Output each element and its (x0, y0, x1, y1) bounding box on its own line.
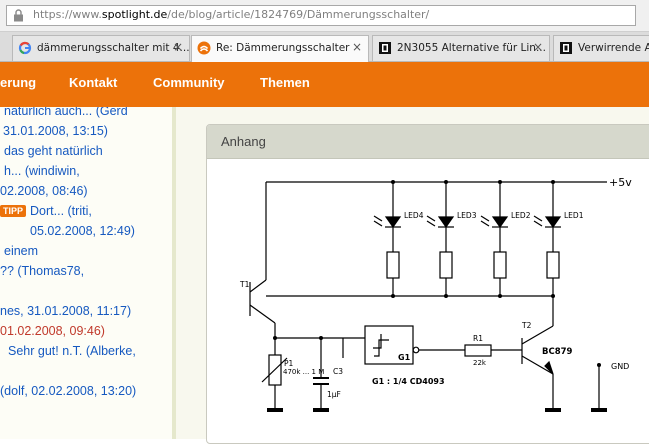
tab-google-search[interactable]: dämmerungsschalter mit 4... × (12, 35, 190, 61)
g1-label: G1 (398, 353, 411, 362)
tab-label: dämmerungsschalter mit 4... (37, 42, 190, 54)
c3-label: C3 (333, 367, 343, 376)
bc879-label: BC879 (542, 347, 573, 357)
reply-meta[interactable]: 02.2008, 08:46) (0, 184, 88, 198)
reply-meta[interactable]: h... (windiwin, (4, 164, 80, 178)
google-icon (18, 41, 32, 55)
reply-meta[interactable]: (dolf, 02.02.2008, 13:20) (0, 384, 137, 398)
reply-text: Dort... (triti, (30, 204, 92, 218)
p1-label: P1 (284, 359, 294, 368)
circuit-diagram: +5v LED4 LED3 LED2 LED1 T1 P1 470k ... 1… (239, 176, 632, 412)
url-path: /de/blog/article/1824769/Dämmerungsschal… (167, 8, 430, 21)
reply-link[interactable]: Sehr gut! n.T. (Alberke, (8, 344, 136, 358)
nav-item-partial[interactable]: erung (0, 75, 37, 90)
close-icon[interactable]: × (351, 40, 362, 54)
t1-label: T1 (239, 280, 250, 289)
attachment-title: Anhang (221, 134, 266, 149)
t2-label: T2 (521, 321, 532, 330)
nav-item-community[interactable]: Community (153, 75, 225, 90)
reply-link[interactable]: natürlich auch... (Gerd (4, 107, 128, 118)
led4-label: LED4 (404, 211, 424, 220)
c3-value: 1µF (327, 390, 341, 399)
url-prefix: https://www. (33, 8, 102, 21)
led3-label: LED3 (457, 211, 477, 220)
tab-spotlight-active[interactable]: Re: Dämmerungsschalter × (191, 35, 369, 62)
vplus-label: +5v (609, 176, 632, 189)
close-icon[interactable]: × (532, 40, 543, 54)
reply-meta[interactable]: 31.01.2008, 13:15) (3, 124, 108, 138)
r1-label: R1 (473, 334, 483, 343)
reply-list-sidebar: natürlich auch... (Gerd 31.01.2008, 13:1… (0, 107, 176, 439)
nav-item-themen[interactable]: Themen (260, 75, 310, 90)
led2-label: LED2 (511, 211, 531, 220)
reply-link[interactable]: einem (4, 244, 39, 258)
main-nav: erung Kontakt Community Themen (0, 62, 649, 107)
gnd-label: GND (611, 362, 629, 371)
spotlight-icon (197, 41, 211, 55)
url-field[interactable]: https://www.spotlight.de/de/blog/article… (6, 5, 636, 26)
reply-meta[interactable]: ?? (Thomas78, (0, 264, 85, 278)
forum-icon (560, 42, 572, 54)
tab-label: 2N3055 Alternative für Lin... (397, 42, 546, 54)
forum-icon (379, 42, 391, 54)
led1-label: LED1 (564, 211, 584, 220)
tab-verwirrende[interactable]: Verwirrende Ang (553, 35, 649, 61)
tab-label: Verwirrende Ang (578, 42, 649, 54)
tab-label: Re: Dämmerungsschalter (216, 42, 350, 54)
p1-value: 470k ... 1 M (283, 368, 324, 376)
g1-description: G1 : 1/4 CD4093 (372, 377, 445, 386)
nav-item-kontakt[interactable]: Kontakt (69, 75, 118, 90)
address-bar: https://www.spotlight.de/de/blog/article… (0, 0, 649, 32)
reply-meta[interactable]: 05.02.2008, 12:49) (30, 224, 135, 238)
reply-link[interactable]: das geht natürlich (4, 144, 103, 158)
lock-icon (14, 9, 23, 22)
url-domain: spotlight.de (101, 8, 168, 21)
reply-meta[interactable]: nes, 31.01.2008, 11:17) (0, 304, 132, 318)
close-icon[interactable]: × (172, 40, 183, 54)
attachment-panel: Anhang (206, 124, 649, 444)
tipp-badge: TIPP (0, 205, 27, 217)
reply-meta-highlighted[interactable]: 01.02.2008, 09:46) (0, 324, 105, 338)
attachment-header: Anhang (207, 125, 649, 159)
r1-value: 22k (473, 359, 487, 367)
tab-bar: dämmerungsschalter mit 4... × Re: Dämmer… (0, 32, 649, 62)
tab-2n3055[interactable]: 2N3055 Alternative für Lin... × (372, 35, 550, 61)
url-text: https://www.spotlight.de/de/blog/article… (33, 8, 429, 21)
